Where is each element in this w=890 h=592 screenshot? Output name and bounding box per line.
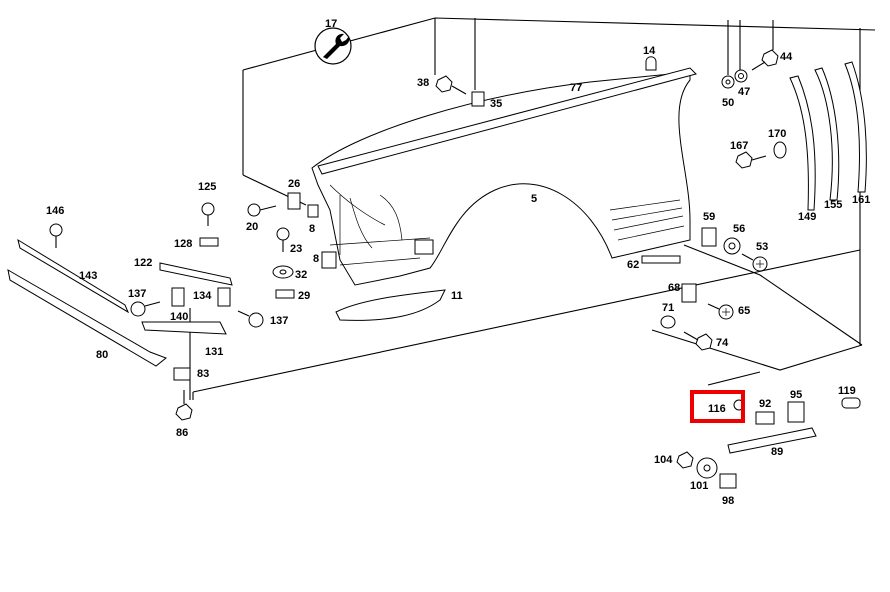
label-71: 71 [662,302,674,314]
label-95: 95 [790,389,802,401]
label-5: 5 [531,193,537,205]
label-140: 140 [170,311,188,323]
label-83: 83 [197,368,209,380]
label-47: 47 [738,86,750,98]
label-77: 77 [570,82,582,94]
fender-panel [311,71,691,286]
label-119: 119 [838,385,856,397]
label-101: 101 [690,480,708,492]
label-74: 74 [716,337,729,349]
label-170: 170 [768,128,786,140]
label-20: 20 [246,221,258,233]
label-8-lower: 8 [313,253,319,265]
label-56: 56 [733,223,745,235]
label-137-right: 137 [270,315,288,327]
label-137-left: 137 [128,288,146,300]
label-104: 104 [654,454,673,466]
label-155: 155 [824,199,842,211]
label-161: 161 [852,194,870,206]
hardware [49,49,861,489]
label-116: 116 [708,403,726,415]
label-146: 146 [46,205,64,217]
label-128: 128 [174,238,192,250]
label-89: 89 [771,446,783,458]
label-86: 86 [176,427,188,439]
label-122: 122 [134,257,152,269]
label-11: 11 [451,290,463,302]
label-92: 92 [759,398,771,410]
label-68: 68 [668,282,680,294]
label-65: 65 [738,305,750,317]
label-26: 26 [288,178,300,190]
label-32: 32 [295,269,307,281]
moulding-strip [317,67,697,175]
label-143: 143 [79,270,97,282]
label-35: 35 [490,98,502,110]
label-14: 14 [643,45,656,57]
label-131: 131 [205,346,223,358]
label-98: 98 [722,495,734,507]
label-80: 80 [96,349,108,361]
label-8-upper: 8 [309,223,315,235]
label-134: 134 [193,290,212,302]
label-17: 17 [325,18,337,30]
label-53: 53 [756,241,768,253]
assembly-frame [189,17,876,400]
part-labels: 17 14 38 35 77 50 47 44 167 170 149 155 … [46,18,870,507]
label-29: 29 [298,290,310,302]
label-167: 167 [730,140,748,152]
label-59: 59 [703,211,715,223]
sill-strip [727,427,817,454]
label-62: 62 [627,259,639,271]
label-50: 50 [722,97,734,109]
label-149: 149 [798,211,816,223]
part-highlight-box [690,390,745,423]
label-44: 44 [780,51,793,63]
wrench-icon [314,27,352,65]
label-38: 38 [417,77,429,89]
label-125: 125 [198,181,216,193]
wheel-arch-trims [789,61,867,211]
underbody-strips [7,238,233,367]
splash-shield [335,289,446,321]
label-23: 23 [290,243,302,255]
